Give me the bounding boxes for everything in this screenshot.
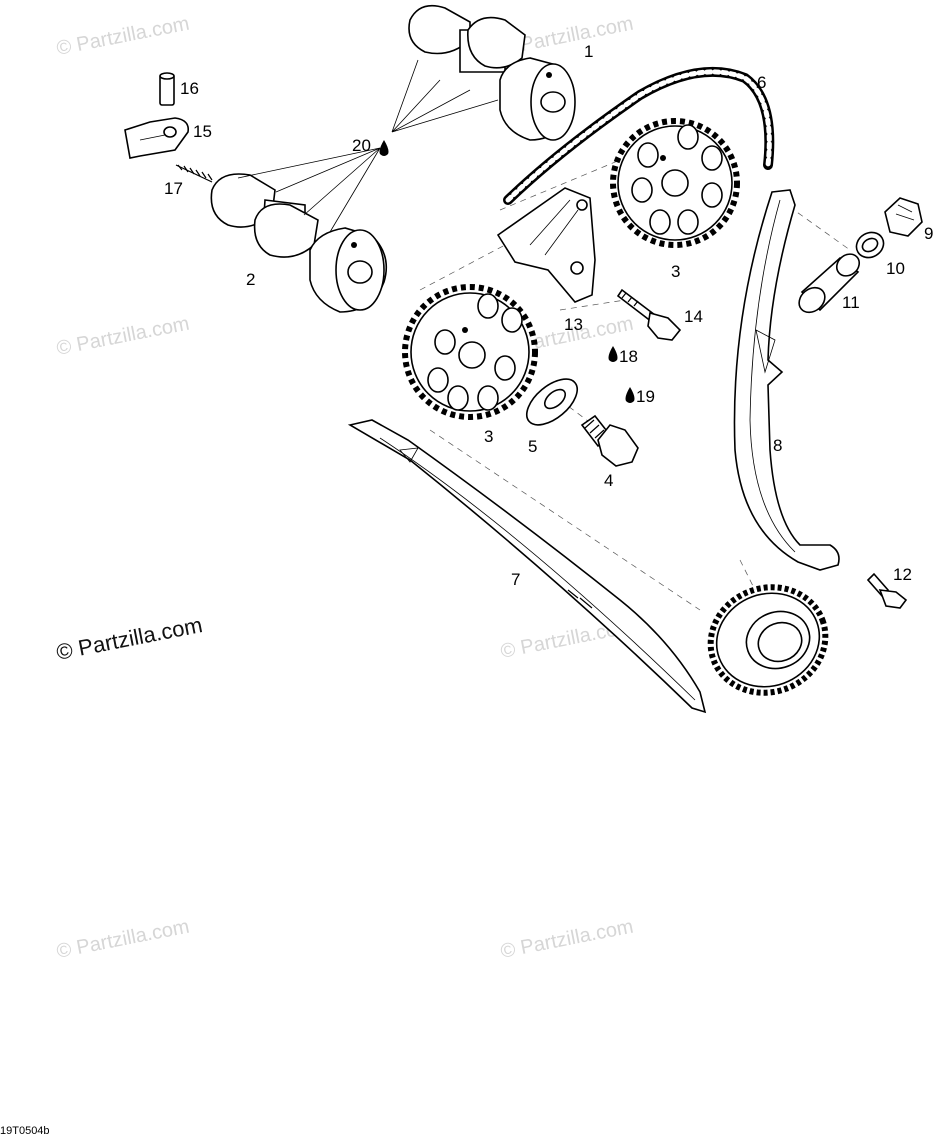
callout-17: 17 — [164, 179, 183, 198]
callout-10: 10 — [886, 259, 905, 278]
leader-lines — [237, 59, 499, 233]
callout-20: 20 — [352, 136, 371, 155]
reference-code: 19T0504b — [0, 1125, 50, 1137]
tensioner-bracket — [496, 187, 596, 303]
seal-ring — [855, 231, 885, 259]
callout-3-lower: 3 — [484, 427, 493, 446]
washer — [526, 378, 578, 426]
oil-drop-icon — [625, 387, 635, 403]
bolt-upper — [616, 288, 682, 341]
camshaft-upper — [408, 4, 576, 141]
callouts: 1 2 3 3 4 5 6 7 8 9 10 11 12 13 14 15 16… — [164, 42, 933, 589]
watermark-primary: © Partzilla.com — [54, 612, 204, 665]
watermark: © Partzilla.com — [55, 13, 191, 60]
watermark: © Partzilla.com — [55, 313, 191, 360]
oil-drop-icon — [379, 140, 389, 156]
tensioner-plunger — [798, 253, 861, 314]
callout-3-upper: 3 — [671, 262, 680, 281]
chain-guide-left — [347, 419, 707, 714]
callout-14: 14 — [684, 307, 703, 326]
sprocket-lower — [402, 284, 538, 420]
callout-15: 15 — [193, 122, 212, 141]
callout-1: 1 — [584, 42, 593, 61]
small-bolt — [866, 572, 908, 609]
watermark: © Partzilla.com — [499, 916, 635, 963]
plug — [884, 197, 923, 237]
watermark: © Partzilla.com — [55, 916, 191, 963]
callout-12: 12 — [893, 565, 912, 584]
callout-18: 18 — [619, 347, 638, 366]
callout-4: 4 — [604, 471, 613, 490]
sprocket-upper — [610, 118, 740, 248]
callout-11: 11 — [842, 293, 860, 312]
timing-chain — [503, 66, 775, 205]
callout-2: 2 — [246, 270, 255, 289]
callout-9: 9 — [924, 224, 933, 243]
callout-7: 7 — [511, 570, 520, 589]
spring — [175, 164, 213, 183]
callout-8: 8 — [773, 436, 782, 455]
pin — [159, 72, 175, 106]
callout-5: 5 — [528, 437, 537, 456]
bracket — [124, 117, 190, 159]
callout-16: 16 — [180, 79, 199, 98]
callout-19: 19 — [636, 387, 655, 406]
callout-6: 6 — [757, 73, 766, 92]
bolt-lower — [580, 414, 639, 467]
callout-13: 13 — [564, 315, 583, 334]
crankshaft-gear — [707, 584, 829, 696]
oil-drop-icon — [608, 346, 618, 362]
chain-guide-right — [733, 189, 840, 571]
camshaft-lower — [210, 173, 388, 313]
